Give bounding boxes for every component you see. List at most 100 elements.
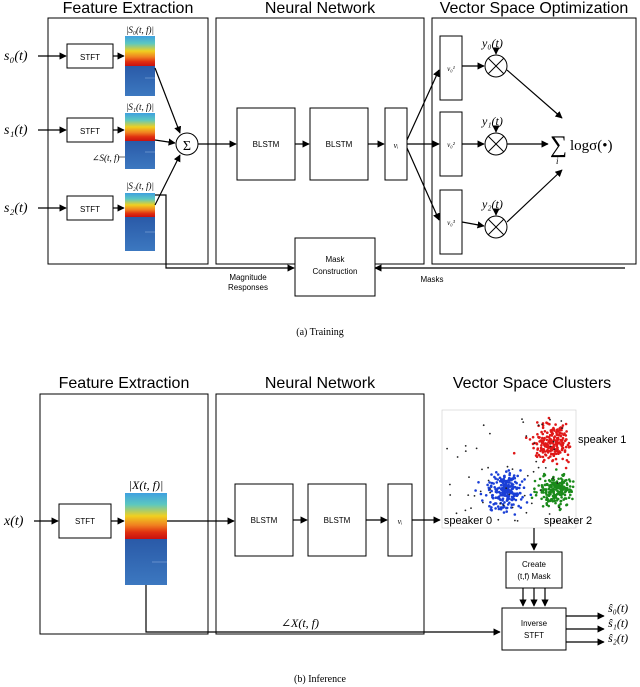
cluster-point-0 (535, 451, 539, 455)
cluster-point-1 (513, 513, 517, 516)
cluster-point-0 (559, 451, 562, 454)
cluster-point-0 (566, 453, 570, 457)
cluster-point-0 (552, 445, 556, 449)
sum-symbol: Σ (183, 139, 191, 154)
cluster-point-1 (486, 483, 489, 487)
cluster-point-0 (528, 438, 532, 441)
cluster-point-0 (547, 456, 550, 460)
input-x: x(t) (3, 514, 24, 529)
create-mask-label-2: (t,f) Mask (517, 572, 551, 581)
cluster-point-0 (561, 443, 565, 447)
cluster-point-1 (488, 481, 491, 484)
cluster-point-2 (567, 496, 571, 500)
noise-point (481, 468, 483, 471)
cluster-point-0 (535, 442, 538, 445)
noise-point (482, 501, 484, 504)
cluster-point-2 (547, 504, 550, 508)
cluster-point-0 (554, 457, 558, 461)
cluster-point-1 (502, 490, 505, 494)
cluster-point-2 (540, 484, 544, 487)
cluster-point-1 (505, 488, 508, 491)
cluster-point-0 (549, 430, 553, 433)
cluster-point-0 (531, 435, 535, 439)
stft-box-0 (66, 43, 114, 69)
cluster-point-0 (543, 442, 547, 446)
cluster-point-2 (540, 497, 543, 501)
cluster-point-1 (497, 507, 501, 511)
input-s2: s₂(t) (4, 201, 28, 216)
embedding-box-0 (439, 35, 463, 101)
cluster-point-2 (548, 499, 551, 503)
cluster-point-1 (502, 474, 506, 478)
cluster-point-1 (492, 503, 496, 506)
noise-point (516, 520, 519, 522)
cluster-point-2 (544, 479, 547, 483)
noise-point (446, 447, 448, 450)
spectrogram-0 (125, 36, 155, 96)
noise-point (487, 479, 490, 482)
cluster-point-1 (507, 469, 511, 472)
cluster-point-1 (504, 483, 508, 487)
cluster-point-1 (505, 470, 508, 473)
noise-point (525, 435, 528, 437)
magnitude-feedback-line (155, 194, 295, 272)
noise-point (539, 489, 542, 491)
cluster-point-2 (560, 496, 563, 499)
cluster-point-0 (545, 435, 549, 439)
noise-point (523, 494, 526, 497)
cluster-point-0 (558, 432, 561, 436)
cluster-point-1 (490, 506, 493, 509)
cluster-point-2 (561, 478, 564, 482)
noise-point (467, 494, 470, 496)
noise-point (556, 521, 558, 523)
cluster-point-1 (494, 496, 498, 500)
phase-label-training: ∠S(t, f) (92, 153, 120, 163)
noise-point (522, 421, 525, 423)
magnitude-responses-label-2: Responses (228, 283, 268, 292)
cluster-point-2 (563, 479, 567, 483)
noise-point (497, 518, 500, 521)
noise-point (489, 432, 491, 435)
cluster-point-0 (559, 434, 563, 438)
cluster-point-2 (571, 485, 575, 489)
cluster-point-2 (533, 490, 536, 494)
cluster-point-0 (540, 430, 543, 434)
noise-point (470, 507, 472, 509)
cluster-point-0 (561, 457, 564, 461)
inverse-stft-box (501, 607, 567, 651)
cluster-point-1 (502, 485, 506, 489)
cluster-point-0 (549, 446, 553, 450)
cluster-point-1 (511, 492, 514, 495)
inference-vector-space-title: Vector Space Clusters (453, 375, 611, 392)
noise-point (502, 504, 505, 507)
y-label-1: y₁(t) (481, 114, 503, 128)
cluster-point-1 (479, 492, 483, 496)
cluster-point-2 (561, 485, 564, 488)
inference-neural-network-panel (215, 393, 425, 635)
cluster-point-2 (541, 486, 545, 489)
masks-label: Masks (420, 275, 443, 284)
inference-spectrogram-label: |X(t, f)| (129, 478, 164, 492)
cluster-point-0 (567, 441, 571, 445)
noise-point (468, 476, 470, 478)
inference-caption: (b) Inference (294, 674, 346, 685)
cluster-point-0 (547, 416, 551, 420)
inference-feature-extraction-title: Feature Extraction (59, 375, 190, 392)
cluster-point-1 (510, 498, 514, 502)
cluster-point-1 (506, 491, 510, 495)
mask-construction-box (294, 237, 376, 297)
noise-point (532, 470, 535, 473)
arrow-emb2-mult (461, 221, 485, 229)
objective-sum: ∑ (550, 132, 567, 158)
cluster-point-2 (555, 468, 558, 471)
cluster-point-0 (549, 449, 552, 453)
cluster-point-1 (502, 477, 506, 481)
inference-blstm-box-1 (234, 483, 294, 557)
mask-construction-label-1: Mask (325, 255, 345, 264)
cluster-point-0 (547, 440, 550, 444)
cluster-point-2 (568, 490, 571, 494)
create-mask-box (505, 551, 563, 589)
noise-point (561, 427, 563, 429)
cluster-point-2 (552, 481, 555, 484)
cluster-point-0 (543, 430, 547, 433)
